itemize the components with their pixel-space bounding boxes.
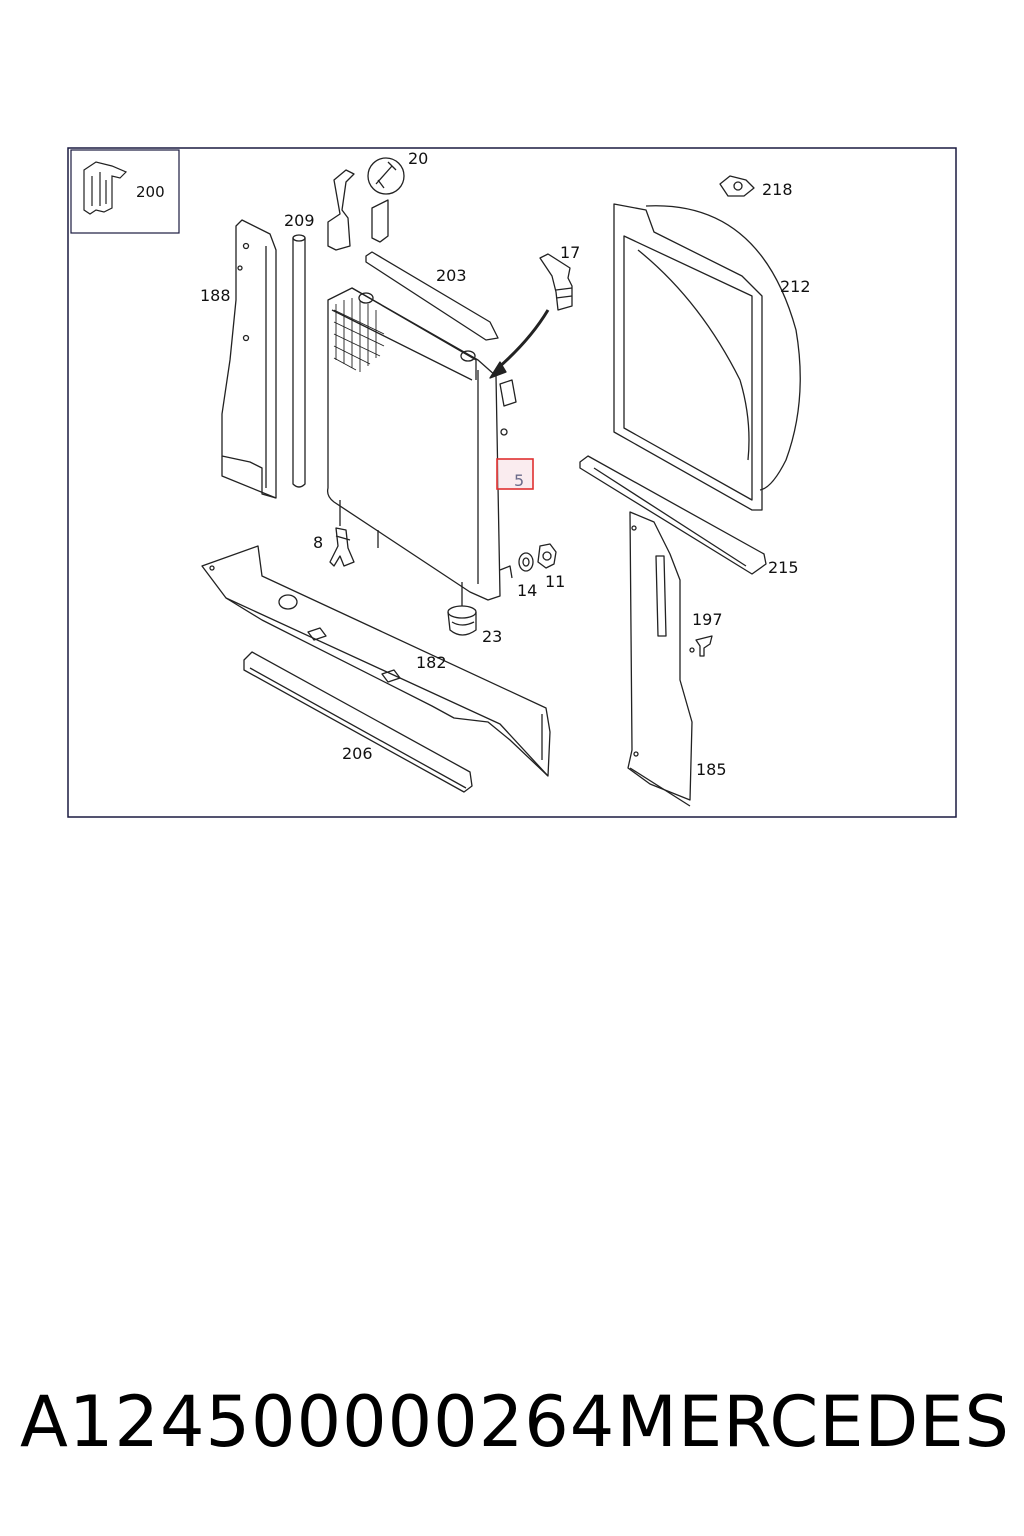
inset-label: 200 <box>136 183 165 201</box>
pointer-arrow <box>489 309 550 379</box>
part-203-strip <box>365 251 499 341</box>
callout-203: 203 <box>436 266 467 285</box>
callout-8: 8 <box>313 533 323 552</box>
callout-218: 218 <box>762 180 793 199</box>
part-20-bracket <box>327 157 405 251</box>
wrench-icon <box>375 161 397 189</box>
part-188-side-panel <box>221 219 277 499</box>
callout-209: 209 <box>284 211 315 230</box>
part-185-side-panel <box>627 511 695 807</box>
part-218-clip <box>719 175 755 197</box>
callout-14: 14 <box>517 581 537 600</box>
highlight-part-5[interactable]: 5 <box>496 458 534 490</box>
part-5-radiator <box>326 287 517 606</box>
callout-185: 185 <box>696 760 727 779</box>
callout-20: 20 <box>408 149 428 168</box>
part-209-rod <box>292 234 306 488</box>
brand-name: MERCEDES <box>616 1381 1010 1463</box>
part-197-screw <box>695 635 713 657</box>
callout-206: 206 <box>342 744 373 763</box>
callout-197: 197 <box>692 610 723 629</box>
callout-188: 188 <box>200 286 231 305</box>
callout-212: 212 <box>780 277 811 296</box>
part-23-grommet <box>447 605 477 636</box>
part-number: A124500000264 <box>20 1381 616 1463</box>
part-11-nut <box>537 543 557 569</box>
part-14-washer <box>518 552 534 572</box>
highlight-label: 5 <box>514 471 524 490</box>
part-206-strip <box>243 651 473 793</box>
callout-215: 215 <box>768 558 799 577</box>
inset-box: 200 <box>70 149 180 234</box>
part-17-fitting <box>539 253 573 311</box>
part-8-clip <box>329 527 355 567</box>
callout-182: 182 <box>416 653 447 672</box>
clip-icon <box>83 161 128 215</box>
callout-11: 11 <box>545 572 565 591</box>
part-215-rail <box>579 455 767 575</box>
footer: A124500000264 MERCEDES <box>20 1372 1010 1472</box>
callout-23: 23 <box>482 627 502 646</box>
callout-17: 17 <box>560 243 580 262</box>
part-212-shroud <box>613 203 801 511</box>
diagram-frame <box>67 147 957 818</box>
part-182-crossmember <box>201 545 551 777</box>
